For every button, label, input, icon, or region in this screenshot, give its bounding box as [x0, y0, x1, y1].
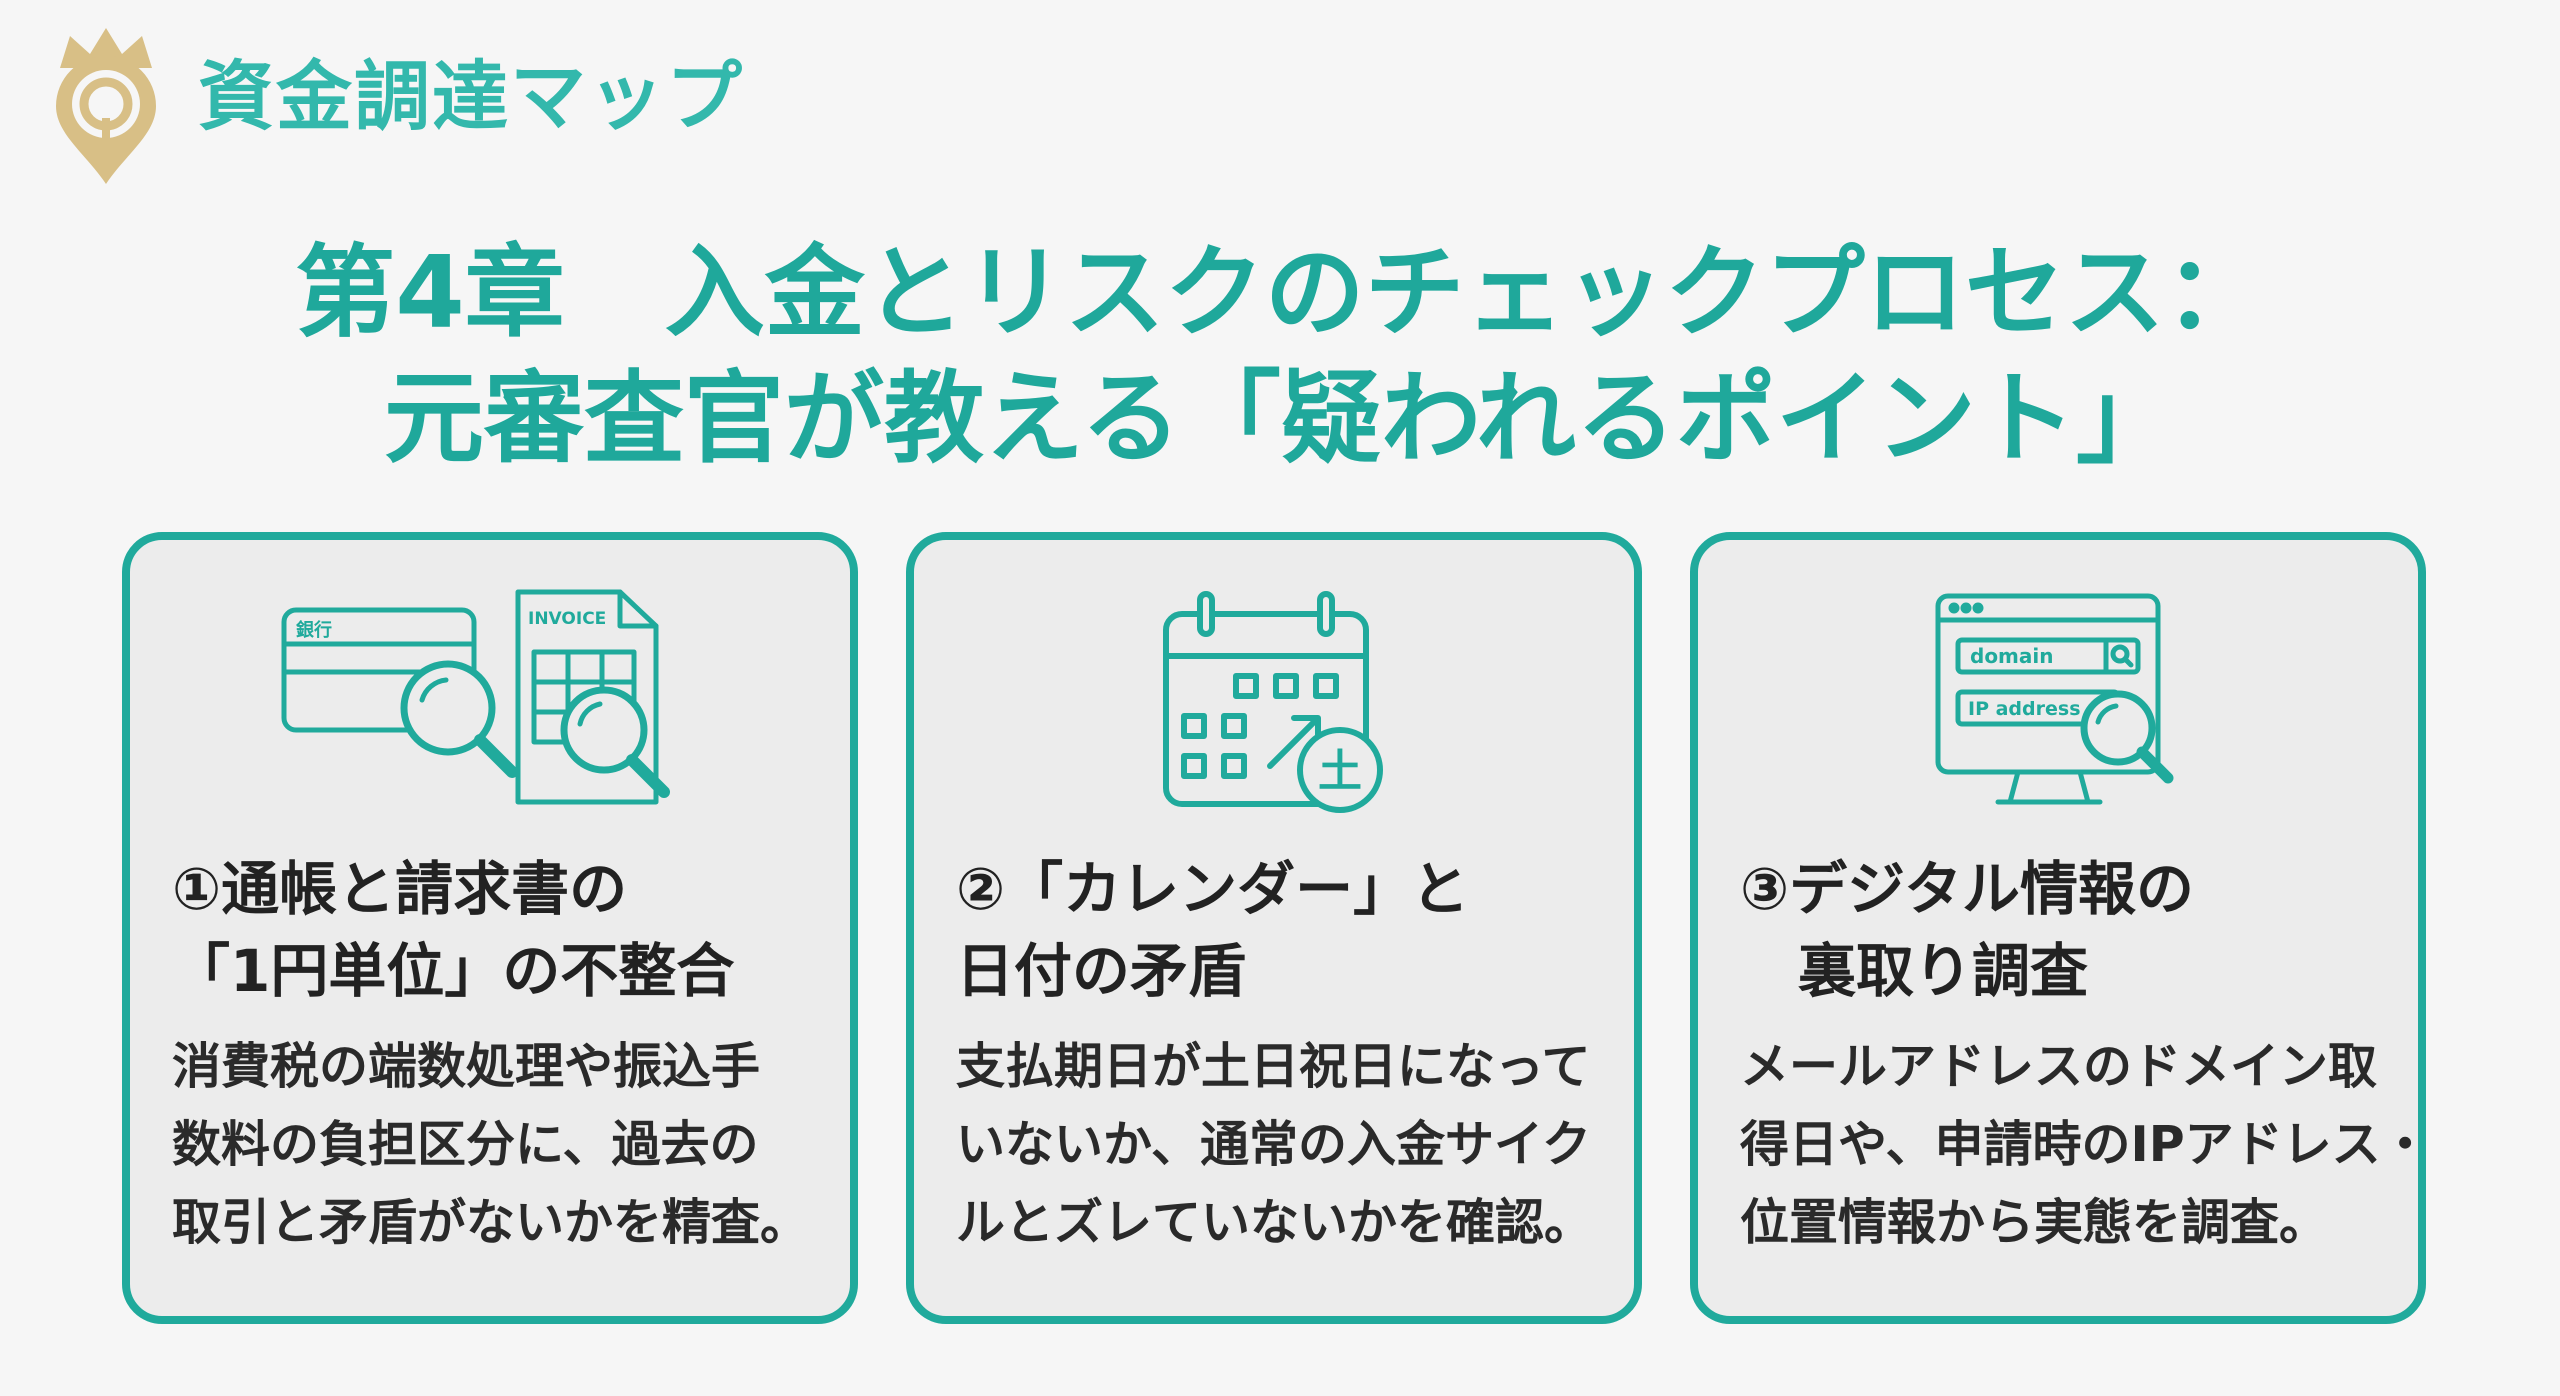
- bank-label: 銀行: [296, 619, 332, 641]
- domain-label: domain: [1970, 644, 2054, 668]
- bank-card-invoice-magnifier-icon: 銀行 INVOICE: [281, 589, 670, 805]
- brand: 資金調達マップ: [46, 22, 744, 192]
- monitor-domain-search-icon: domain IP address: [1935, 593, 2174, 805]
- title-line-1: 第4章 入金とリスクのチェックプロセス：: [295, 234, 2265, 351]
- card-heading: ①通帳と請求書の 「1円単位」の不整合: [172, 855, 735, 1005]
- ip-address-label: IP address: [1968, 698, 2081, 720]
- title-line-2: 元審査官が教える「疑われるポイント」: [384, 360, 2176, 477]
- card-body: 消費税の端数処理や振込手 数料の負担区分に、過去の 取引と矛盾がないかを精査。: [172, 1038, 810, 1251]
- card-heading: ③デジタル情報の 裏取り調査: [1740, 855, 2194, 1005]
- card-bank-invoice: 銀行 INVOICE ①通帳と請求書の 「1円単位」の不整合 消費税の端数処理や…: [122, 532, 858, 1324]
- crown-location-pin-icon: [56, 28, 156, 184]
- invoice-label: INVOICE: [528, 609, 606, 629]
- saturday-label: 土: [1318, 746, 1362, 797]
- page-title: 第4章 入金とリスクのチェックプロセス： 元審査官が教える「疑われるポイント」: [0, 230, 2560, 482]
- card-heading: ②「カレンダー」と 日付の矛盾: [956, 855, 1470, 1005]
- card-digital-info: domain IP address ③デジタル情報の 裏取り調査 メールアドレス…: [1690, 532, 2430, 1324]
- calendar-saturday-icon: 土: [1163, 591, 1383, 813]
- card-body: メールアドレスのドメイン取 得日や、申請時のIPアドレス・ 位置情報から実態を調…: [1740, 1038, 2430, 1251]
- brand-name: 資金調達マップ: [198, 52, 744, 141]
- card-body: 支払期日が土日祝日になって いないか、通常の入金サイク ルとズレていないかを確認…: [956, 1038, 1594, 1251]
- card-calendar: 土 ②「カレンダー」と 日付の矛盾 支払期日が土日祝日になって いないか、通常の…: [906, 532, 1642, 1324]
